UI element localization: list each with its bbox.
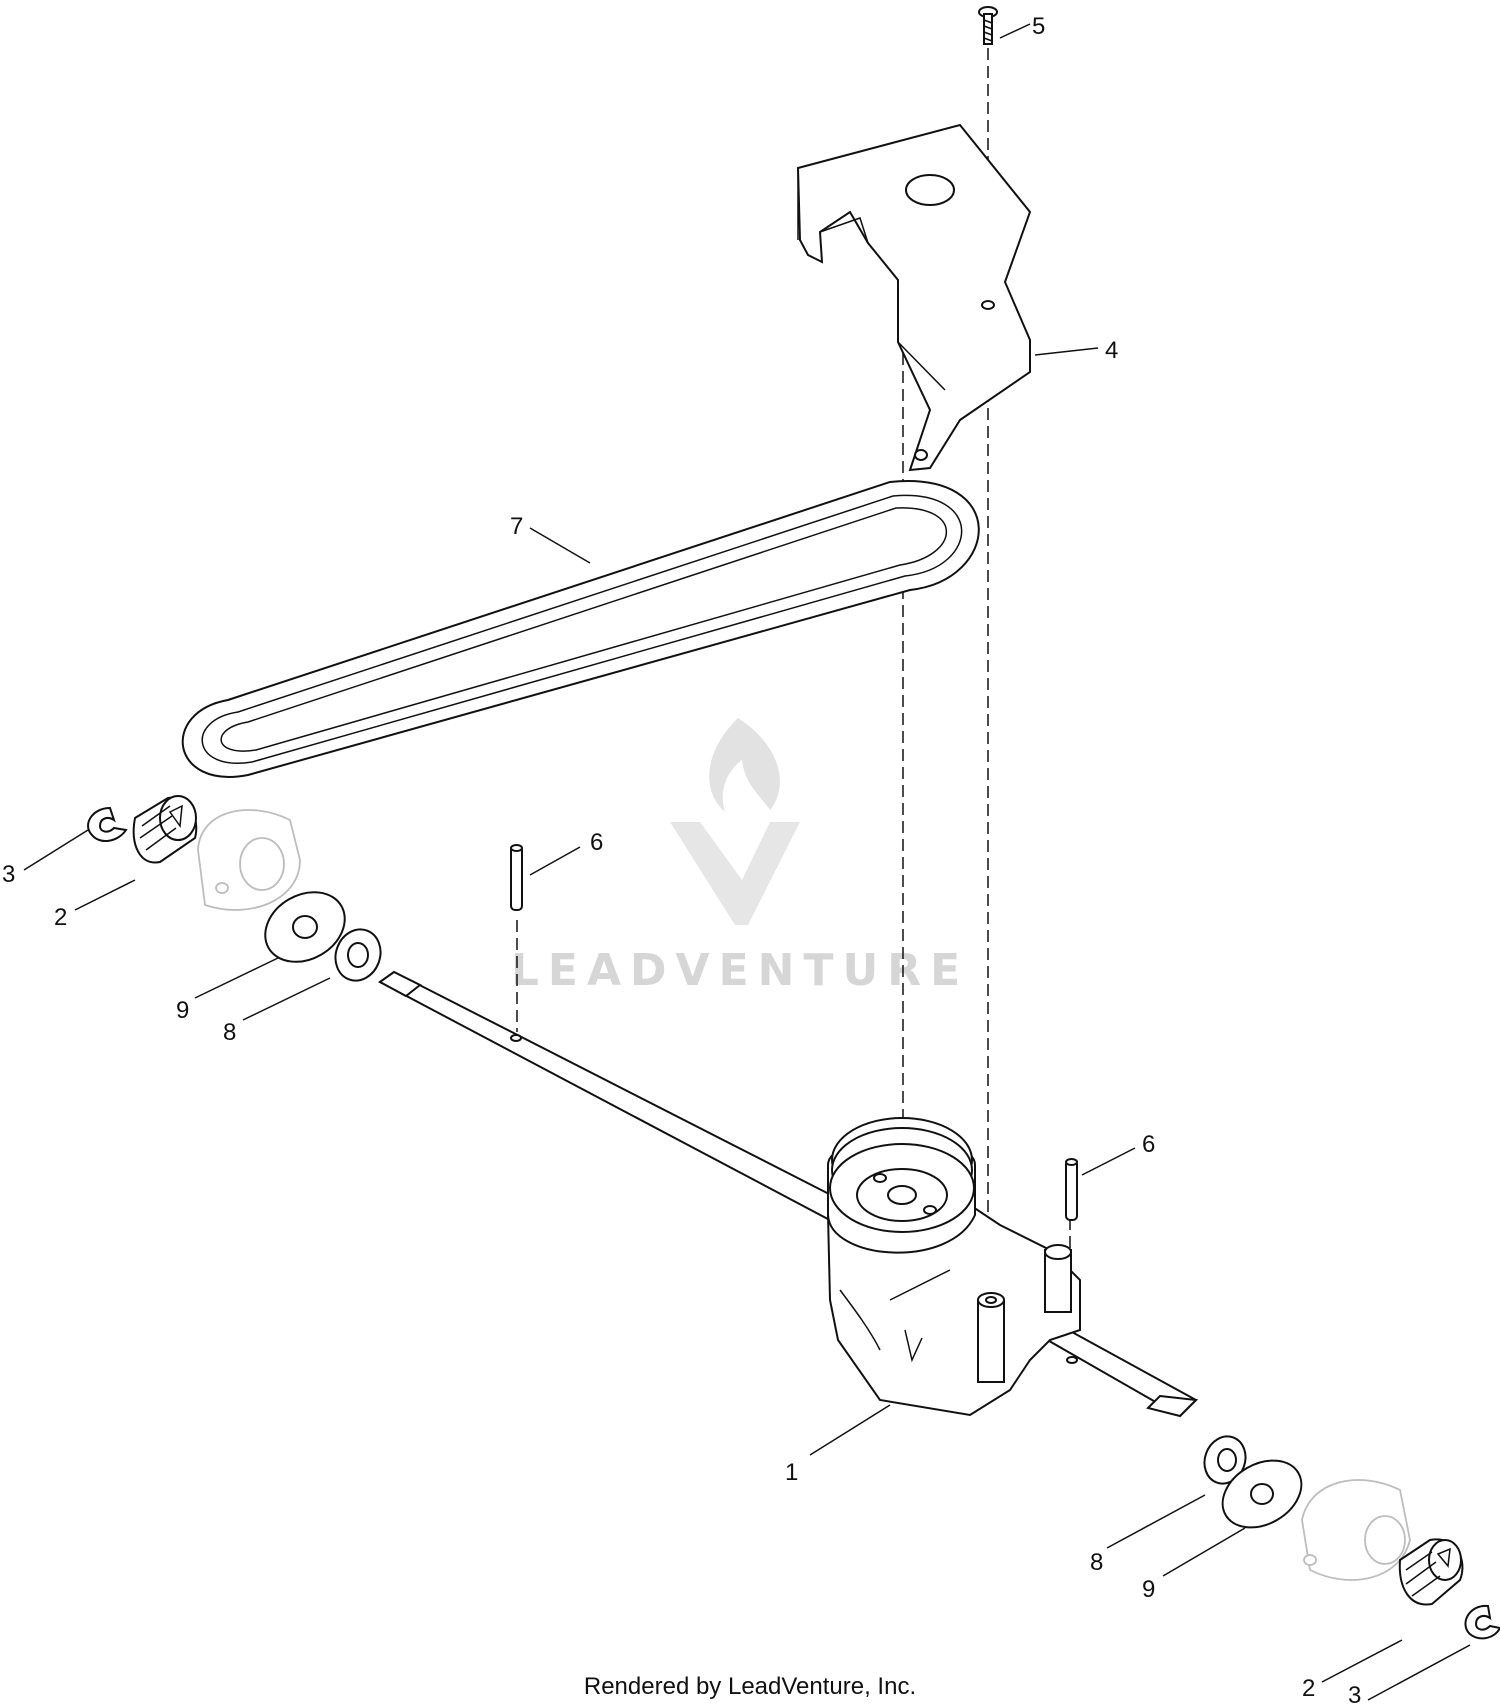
washer-large-right-part	[1221, 1459, 1303, 1529]
belt-part	[181, 480, 980, 778]
washer-small-left-part	[334, 928, 382, 982]
callout-3-right: 3	[1348, 1682, 1361, 1705]
callout-7: 7	[510, 513, 523, 540]
pin-right-part	[1065, 1158, 1078, 1221]
right-hub-stack	[1203, 1435, 1500, 1640]
hub-left-ghost-part	[197, 809, 301, 911]
footer-credit: Rendered by LeadVenture, Inc.	[584, 1673, 916, 1700]
leadventure-logo-icon	[670, 718, 800, 925]
callout-8-left: 8	[223, 1019, 236, 1046]
gear-right-part	[1398, 1538, 1464, 1606]
callout-4: 4	[1105, 337, 1118, 364]
screw-part	[978, 6, 998, 45]
callout-9-left: 9	[176, 997, 189, 1024]
gearbox-axle-part	[378, 970, 1199, 1418]
callout-9-right: 9	[1142, 1576, 1155, 1603]
watermark: LEADVENTURE	[511, 718, 969, 996]
leader-lines	[23, 23, 1471, 1701]
watermark-text: LEADVENTURE	[511, 945, 969, 996]
callouts: 5 4 7 3 2 6 9 8 6 1 8 9 2 3	[2, 13, 1361, 1705]
callout-6-left: 6	[590, 829, 603, 856]
callout-6-right: 6	[1142, 1131, 1155, 1158]
washer-small-right-part	[1203, 1435, 1247, 1485]
callout-2-left: 2	[54, 904, 67, 931]
e-clip-left-part	[87, 806, 128, 842]
callout-3-left: 3	[2, 861, 15, 888]
callout-1: 1	[785, 1459, 798, 1486]
gear-left-part	[132, 795, 198, 864]
callout-8-right: 8	[1090, 1549, 1103, 1576]
callout-5: 5	[1032, 13, 1045, 40]
e-clip-right-part	[1464, 1604, 1500, 1640]
bracket-part	[796, 123, 1032, 472]
callout-2-right: 2	[1302, 1675, 1315, 1702]
pin-left-part	[510, 844, 523, 911]
hub-right-ghost-part	[1301, 1479, 1411, 1581]
washer-large-left-part	[264, 891, 346, 963]
left-hub-stack	[87, 795, 382, 982]
